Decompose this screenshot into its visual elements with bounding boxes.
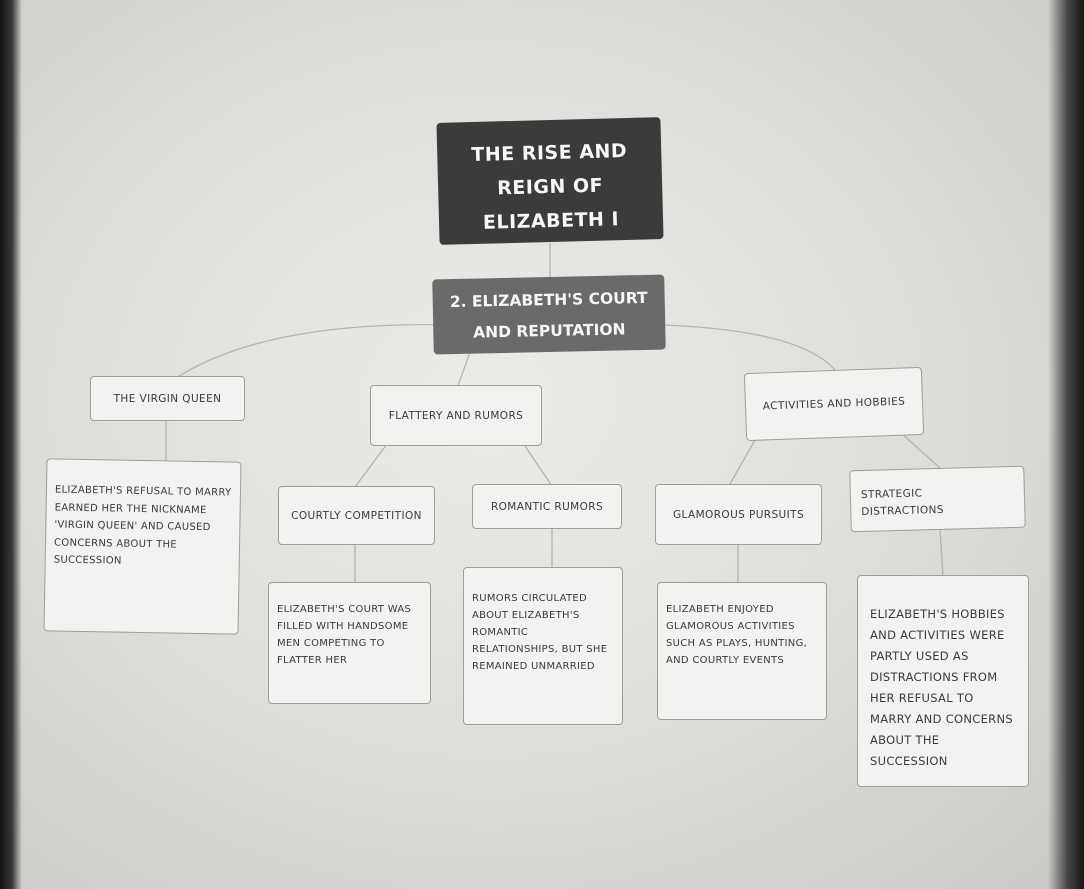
link-section-activities bbox=[661, 324, 836, 371]
node-flattery-rumors: FLATTERY AND RUMORS bbox=[370, 385, 542, 446]
link-activities-glamorous bbox=[729, 439, 756, 485]
node-courtly-competition: COURTLY COMPETITION bbox=[278, 486, 435, 545]
section-heading: 2. ELIZABETH'S COURT AND REPUTATION bbox=[432, 274, 666, 355]
link-flattery-romantic bbox=[524, 445, 553, 487]
node-virgin-queen: THE VIRGIN QUEEN bbox=[90, 376, 245, 421]
link-activities-strategic bbox=[899, 431, 941, 469]
photo-edge-left bbox=[0, 0, 22, 889]
node-strategic-distractions: STRATEGIC DISTRACTIONS bbox=[849, 465, 1026, 533]
detail-virgin-queen: ELIZABETH'S REFUSAL TO MARRY EARNED HER … bbox=[43, 458, 242, 635]
node-glamorous-pursuits: GLAMOROUS PURSUITS bbox=[655, 484, 822, 545]
node-romantic-rumors: ROMANTIC RUMORS bbox=[472, 484, 622, 529]
detail-romantic-rumors: RUMORS CIRCULATED ABOUT ELIZABETH'S ROMA… bbox=[463, 567, 623, 725]
link-strategic-detail bbox=[939, 529, 944, 576]
node-activities-hobbies: ACTIVITIES AND HOBBIES bbox=[743, 366, 925, 442]
detail-strategic-distractions: ELIZABETH'S HOBBIES AND ACTIVITIES WERE … bbox=[857, 575, 1029, 787]
link-flattery-competition bbox=[354, 439, 391, 488]
link-section-virgin bbox=[169, 324, 456, 383]
detail-glamorous-pursuits: ELIZABETH ENJOYED GLAMOROUS ACTIVITIES S… bbox=[657, 582, 827, 720]
link-section-flattery bbox=[457, 351, 471, 387]
detail-courtly-competition: ELIZABETH'S COURT WAS FILLED WITH HANDSO… bbox=[268, 582, 431, 704]
diagram-title: THE RISE AND REIGN OF ELIZABETH I bbox=[436, 117, 664, 245]
photo-edge-right bbox=[1048, 0, 1084, 889]
